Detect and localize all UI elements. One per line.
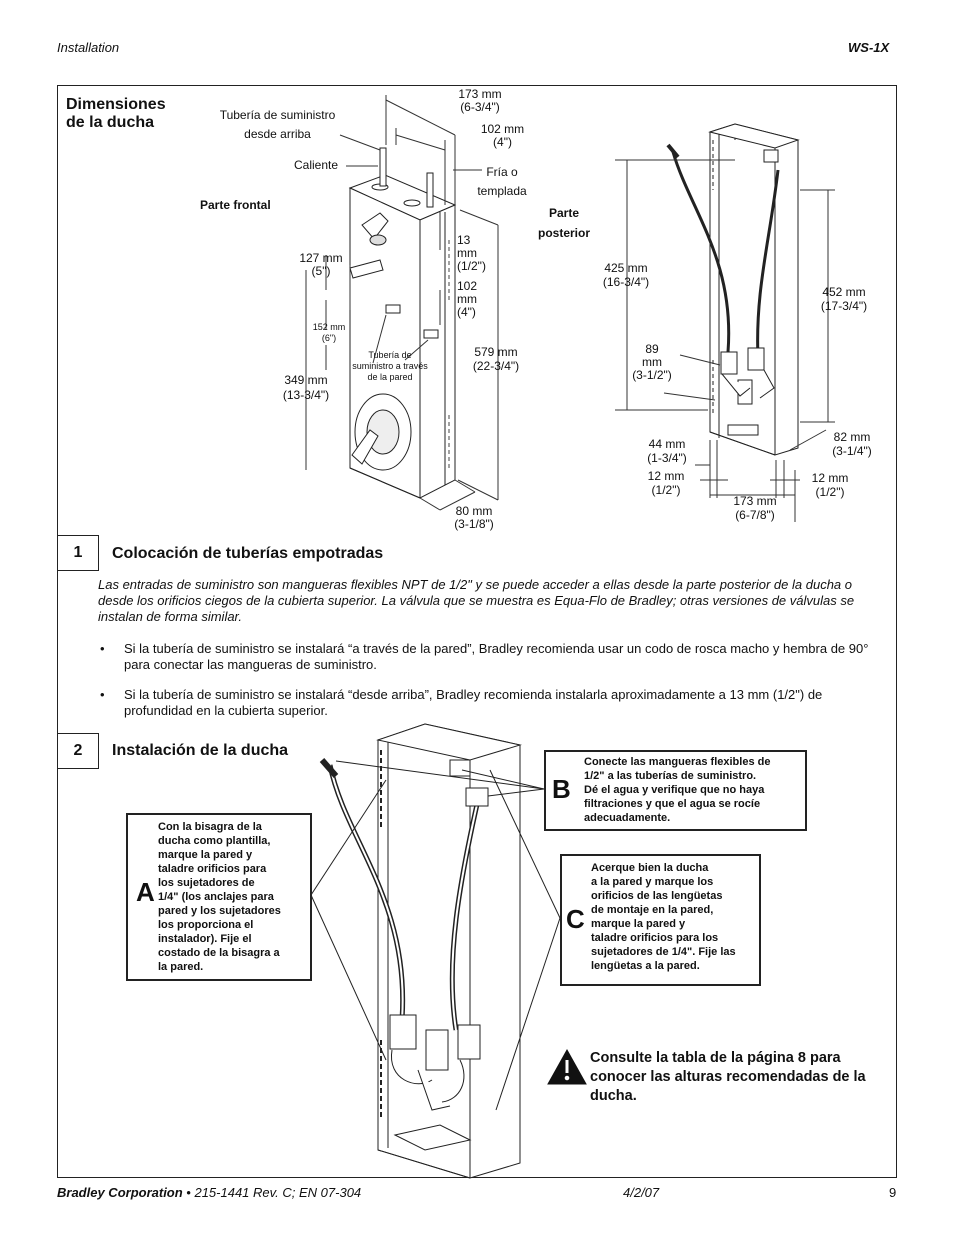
bullet-dot: •: [100, 687, 105, 702]
step1-intro: Las entradas de suministro son mangueras…: [98, 577, 855, 624]
callout-b: B Conecte las mangueras flexibles de 1/2…: [544, 750, 807, 831]
back-dim-425: 425 mm (16-3/4"): [602, 261, 650, 289]
callout-c-text: Acerque bien la ducha a la pared y marqu…: [591, 862, 736, 972]
bullet-dot: •: [100, 641, 105, 656]
back-dim-12-left: 12 mm (1/2"): [647, 469, 685, 497]
hot-label: Caliente: [294, 158, 339, 172]
back-dim-452: 452 mm (17-3/4"): [820, 285, 868, 313]
front-dim-349: 349 mm (13-3/4"): [282, 373, 330, 402]
back-dim-89: 89 mm (3-1/2"): [632, 342, 672, 382]
front-dim-127: 127 mm (5"): [299, 251, 343, 278]
back-dim-44: 44 mm (1-3/4"): [647, 437, 687, 465]
front-dim-13: 13 mm (1/2"): [457, 233, 486, 273]
bullet-text: Si la tubería de suministro se instalará…: [124, 641, 869, 672]
warning-triangle-icon: [547, 1048, 587, 1085]
header-section: Installation: [57, 40, 120, 55]
footer-company: Bradley Corporation: [57, 1185, 183, 1200]
callout-b-text: Conecte las mangueras flexibles de 1/2" …: [584, 756, 771, 824]
step1-number: 1: [57, 535, 99, 571]
page-number: 9: [889, 1185, 897, 1200]
footer-date: 4/2/07: [623, 1185, 660, 1200]
step1-bullet: • Si la tubería de suministro se instala…: [100, 687, 890, 721]
callout-a-letter: A: [136, 877, 155, 907]
front-dim-102-top: 102 mm (4"): [480, 122, 525, 149]
front-dim-80: 80 mm (3-1/8"): [454, 504, 494, 531]
front-view-label: Parte frontal: [200, 198, 271, 212]
step2-number: 2: [57, 733, 99, 769]
header-model: WS-1X: [848, 40, 890, 55]
back-dim-82: 82 mm (3-1/4"): [832, 430, 872, 458]
callout-c: C Acerque bien la ducha a la pared y mar…: [560, 854, 761, 986]
front-dim-152: 152 mm (6"): [312, 322, 346, 343]
back-dim-12-right: 12 mm (1/2"): [811, 471, 849, 499]
installation-drawing: [310, 723, 561, 1179]
warning-text: Consulte la tabla de la página 8 para co…: [590, 1050, 866, 1104]
back-view-drawing: [666, 123, 800, 456]
content-frame: [57, 85, 897, 1178]
front-dim-579: 579 mm (22-3/4"): [472, 345, 520, 373]
back-dim-173: 173 mm (6-7/8"): [733, 494, 777, 522]
front-view-drawing: [348, 147, 457, 499]
callout-a: A Con la bisagra de la ducha como planti…: [126, 813, 312, 981]
through-wall-label: Tubería de suministro a través de la par…: [352, 350, 428, 382]
footer-doc: Bradley Corporation • 215-1441 Rev. C; E…: [57, 1185, 361, 1200]
bullet-text: Si la tubería de suministro se instalará…: [124, 687, 823, 718]
footer-doc-number: • 215-1441 Rev. C; EN 07-304: [182, 1185, 362, 1200]
step1-bullet: • Si la tubería de suministro se instala…: [100, 641, 890, 675]
step1-title: Colocación de tuberías empotradas: [112, 545, 384, 562]
figure-title: Dimensiones de la ducha: [66, 96, 166, 131]
callout-b-letter: B: [552, 774, 571, 804]
callout-a-text: Con la bisagra de la ducha como plantill…: [158, 821, 281, 973]
supply-from-above-label: Tubería de suministro desde arriba: [219, 108, 336, 141]
front-dim-102-side: 102 mm (4"): [457, 279, 478, 319]
front-dim-173: 173 mm (6-3/4"): [458, 87, 502, 114]
cold-label: Fría o templada: [477, 165, 527, 198]
step2-title: Instalación de la ducha: [112, 742, 289, 759]
callout-c-letter: C: [566, 904, 585, 934]
back-view-label: Parte posterior: [537, 206, 590, 240]
